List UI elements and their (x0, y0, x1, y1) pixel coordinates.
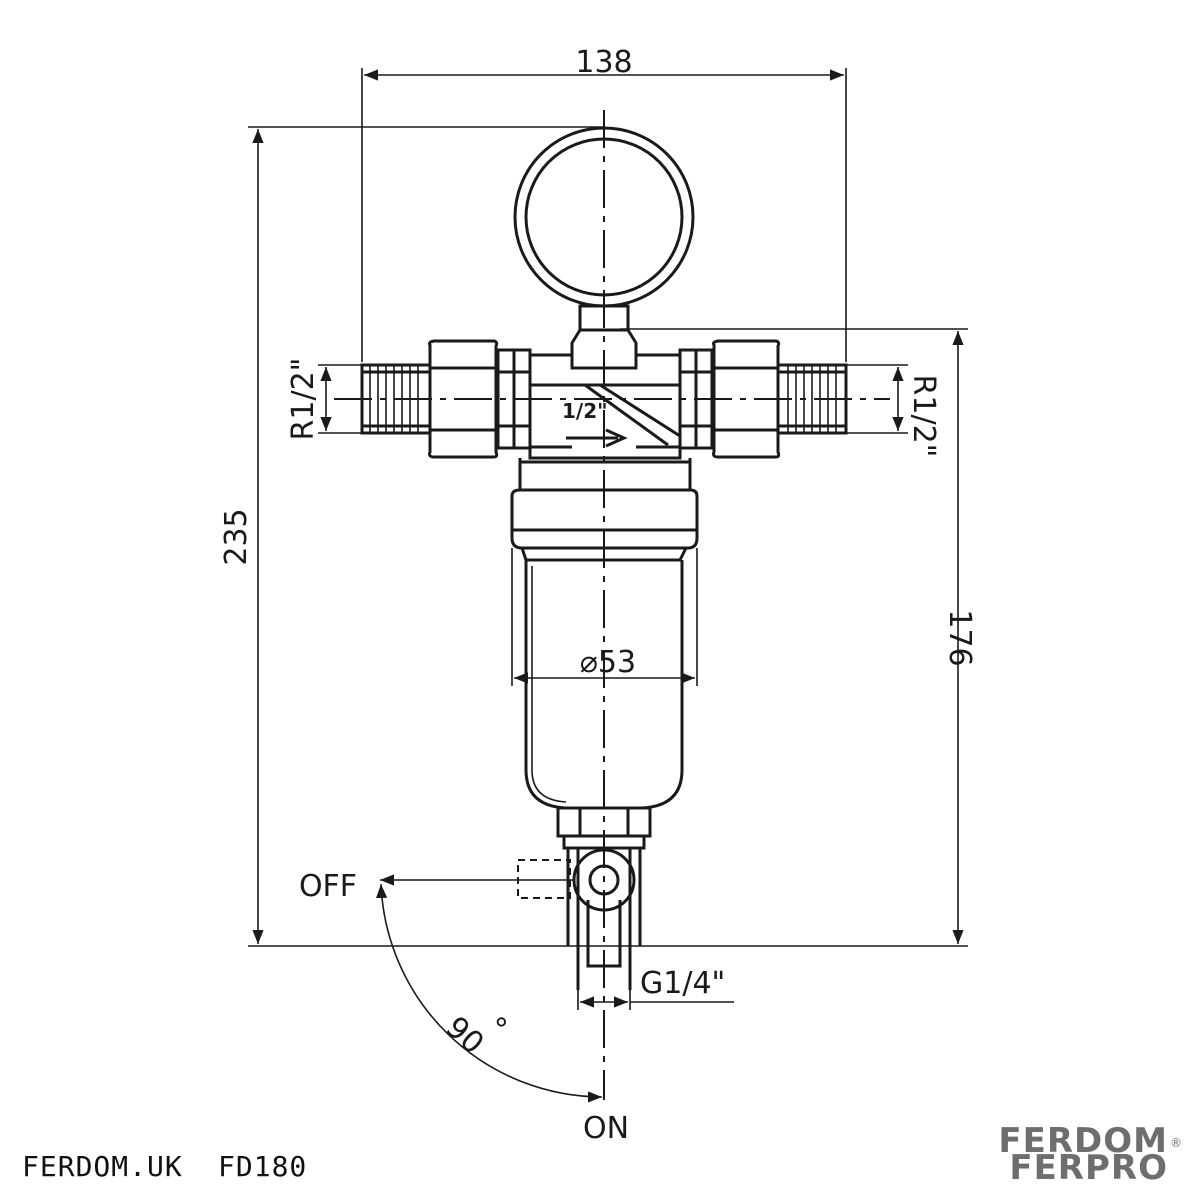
degree-symbol: ° (479, 1010, 514, 1046)
registered-mark: ® (1170, 1136, 1182, 1150)
centre-lines (334, 110, 890, 1100)
brand-logo: FERDOM FERPRO ® (998, 1121, 1182, 1188)
dimension-height-label: 235 (219, 508, 254, 565)
dimension-lower-height-label: 176 (942, 609, 977, 666)
drain-thread-label: G1/4" (640, 966, 725, 1001)
valve-angle: OFF ON 90 ° (299, 869, 629, 1146)
body-size-label: 1/2" (562, 399, 608, 423)
filter-bowl: ⌀53 (510, 488, 699, 810)
bowl-diameter-label: ⌀53 (580, 645, 636, 680)
off-label: OFF (299, 869, 357, 904)
inlet-thread-label: R1/2" (286, 358, 321, 441)
dimension-outlet-thread: R1/2" (846, 364, 941, 458)
inlet-connection (360, 339, 532, 459)
dimension-height: 235 (219, 126, 650, 947)
dimension-drain-thread: G1/4" (577, 966, 734, 1010)
dimension-width: 138 (361, 45, 847, 362)
dimension-inlet-thread: R1/2" (286, 358, 362, 441)
brand-line-1: FERDOM (998, 1121, 1168, 1161)
drain-valve (517, 806, 652, 990)
dimension-width-label: 138 (575, 45, 632, 80)
flow-arrow-icon (566, 428, 628, 448)
on-label: ON (583, 1111, 629, 1146)
model-label: FD180 (218, 1150, 308, 1183)
brand-line-2: FERPRO (1009, 1148, 1168, 1188)
outlet-thread-label: R1/2" (906, 375, 941, 458)
site-label: FERDOM.UK (22, 1150, 183, 1183)
dimension-lower-height: 176 (620, 328, 977, 947)
